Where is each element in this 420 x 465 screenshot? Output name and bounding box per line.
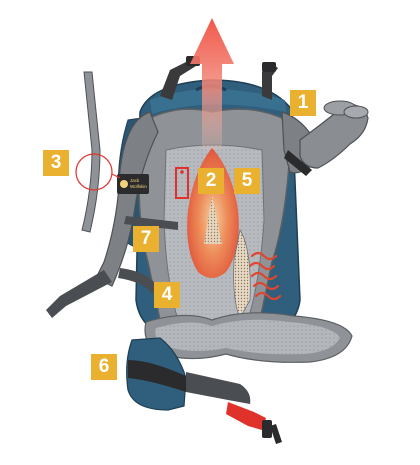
zipper-highlight — [175, 167, 189, 199]
callout-7: 7 — [133, 226, 159, 252]
heat-waves-icon — [248, 251, 282, 301]
brand-logo: Jack Wolfskin — [117, 174, 149, 194]
callout-3: 3 — [43, 150, 69, 176]
buckle-icon — [226, 402, 282, 444]
callout-1: 1 — [290, 90, 316, 116]
stay-rod-icon — [81, 71, 101, 233]
ventilated-side-strip — [233, 228, 251, 319]
hip-belt — [126, 312, 353, 411]
svg-text:Wolfskin: Wolfskin — [130, 184, 147, 189]
callout-2: 2 — [198, 168, 224, 194]
svg-text:Jack: Jack — [130, 178, 140, 183]
callout-6: 6 — [91, 354, 117, 380]
magnifier-circle-icon — [75, 153, 121, 191]
left-shoulder-strap: Jack Wolfskin — [46, 111, 208, 318]
callout-5: 5 — [234, 168, 260, 194]
callout-4: 4 — [154, 282, 180, 308]
side-strap — [118, 268, 158, 294]
airflow-arrow-icon — [190, 18, 234, 150]
right-shoulder-strap — [281, 100, 369, 176]
